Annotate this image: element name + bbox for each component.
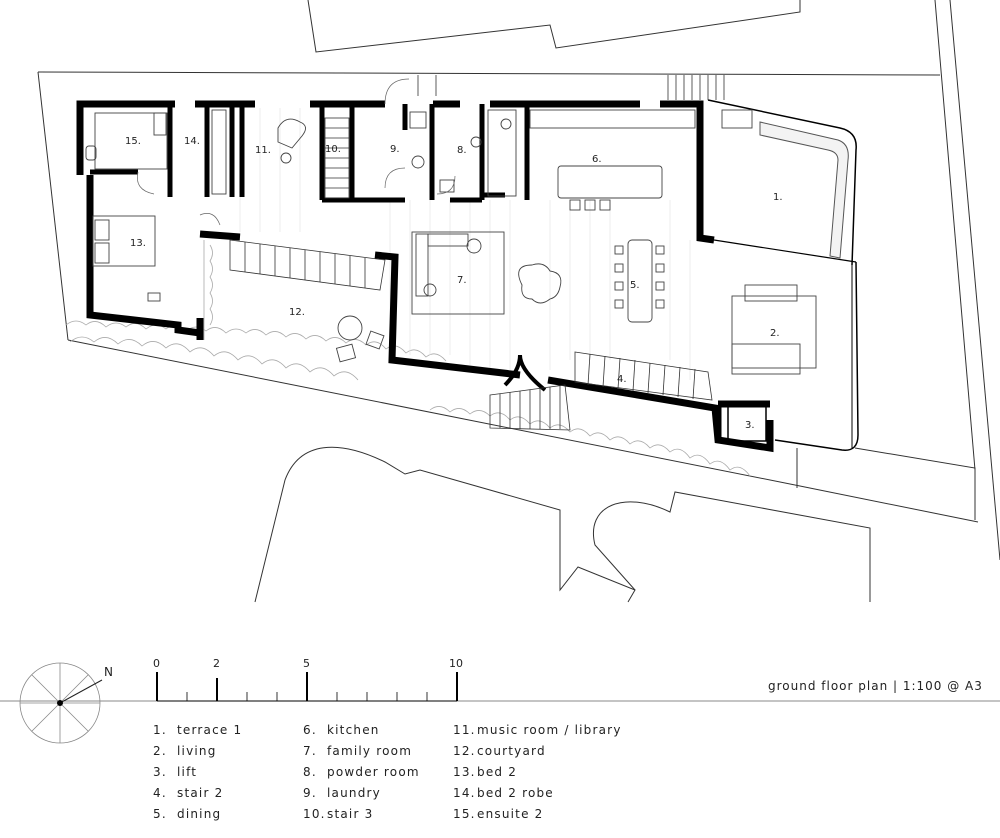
legend-item: 3.lift: [153, 765, 198, 779]
north-label: N: [104, 665, 113, 679]
scale-tick-5: 5: [303, 657, 310, 670]
room-label-10: 10.: [325, 144, 341, 155]
scale-tick-10: 10: [449, 657, 463, 670]
curved-wall-feature: [503, 354, 547, 392]
floor-texture: [239, 108, 691, 380]
terrace-planter: [759, 121, 849, 259]
room-labels: 1. 2. 3. 4. 5. 6. 7. 8. 9. 10. 11. 12. 1…: [125, 136, 783, 431]
room-label-6: 6.: [592, 154, 602, 165]
room-label-15: 15.: [125, 136, 141, 147]
plan-title: ground floor plan | 1:100 @ A3: [768, 679, 983, 693]
scale-tick-2: 2: [213, 657, 220, 670]
north-arrow: N: [19, 662, 113, 744]
legend-item: 8.powder room: [303, 765, 420, 779]
scale-bar: 0 2 5 10: [153, 657, 463, 702]
room-label-2: 2.: [770, 328, 780, 339]
legend-item: 2.living: [153, 744, 217, 758]
room-label-9: 9.: [390, 144, 400, 155]
room-label-3: 3.: [745, 420, 755, 431]
room-label-13: 13.: [130, 238, 146, 249]
room-label-1: 1.: [773, 192, 783, 203]
legend-col-3: 11.music room / library 12.courtyard 13.…: [453, 720, 622, 825]
furniture: [85, 109, 817, 375]
lift-shaft: [727, 404, 767, 442]
room-label-8: 8.: [457, 145, 467, 156]
room-label-11: 11.: [255, 145, 271, 156]
scale-tick-0: 0: [153, 657, 160, 670]
living-curved-facade: [774, 261, 859, 451]
door-swings: [137, 78, 456, 226]
site-context: [37, 0, 1000, 603]
legend-col-1: 1.terrace 1 2.living 3.lift 4.stair 2 5.…: [153, 720, 242, 825]
legend-item: 13.bed 2: [453, 765, 518, 779]
walls: [76, 100, 774, 453]
room-label-7: 7.: [457, 275, 467, 286]
landscaping: [65, 240, 751, 477]
legend-item: 6.kitchen: [303, 723, 380, 737]
room-label-14: 14.: [184, 136, 200, 147]
legend-item: 14.bed 2 robe: [453, 786, 554, 800]
internal-walls: [90, 104, 530, 203]
stairs: [229, 75, 725, 431]
room-label-12: 12.: [289, 307, 305, 318]
legend-item: 9.laundry: [303, 786, 381, 800]
legend-item: 1.terrace 1: [153, 723, 243, 737]
terrace-screen: [707, 99, 857, 266]
legend-item: 4.stair 2: [153, 786, 224, 800]
legend-item: 12.courtyard: [453, 744, 546, 758]
legend-item: 10.stair 3: [303, 807, 374, 821]
legend-item: 11.music room / library: [453, 723, 622, 737]
legend-item: 5.dining: [153, 807, 222, 821]
room-label-4: 4.: [617, 374, 627, 385]
legend-col-2: 6.kitchen 7.family room 8.powder room 9.…: [303, 720, 420, 825]
legend-item: 7.family room: [303, 744, 413, 758]
legend-item: 15.ensuite 2: [453, 807, 544, 821]
room-label-5: 5.: [630, 280, 640, 291]
